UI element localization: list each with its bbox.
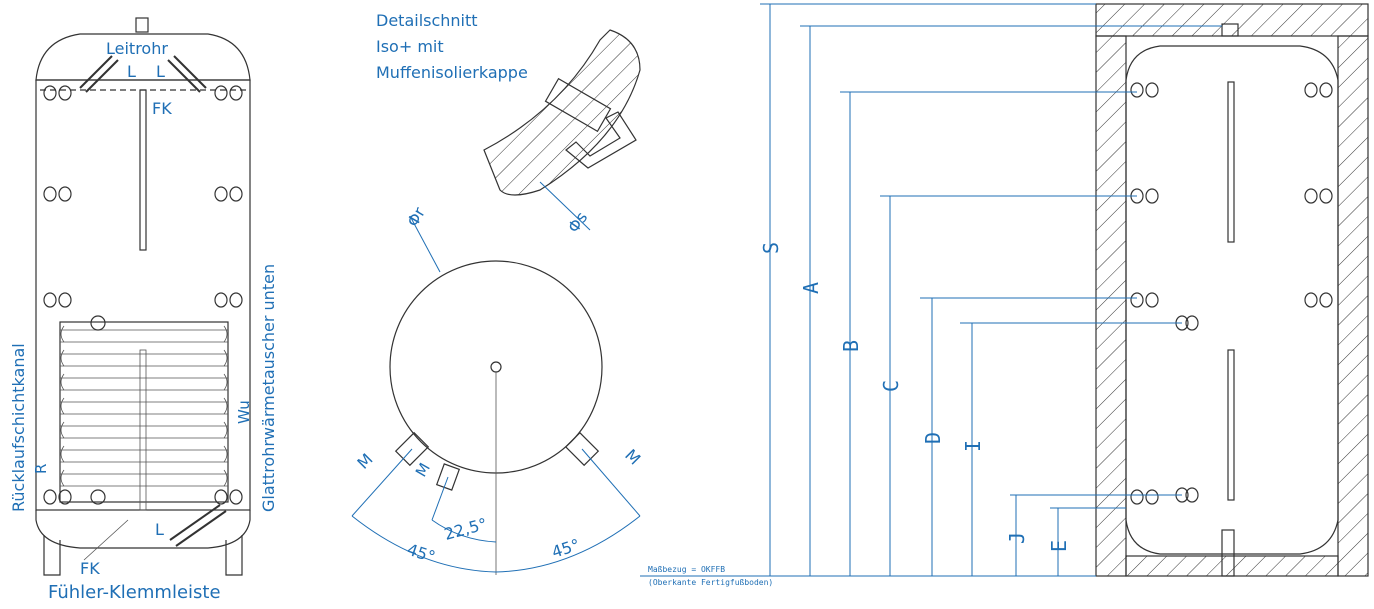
angle-45-right-label: 45° (549, 535, 582, 562)
detail-title-2: Iso+ mit (376, 37, 444, 56)
dim-a: A (799, 282, 823, 294)
angle-22-5-label: 22,5° (442, 514, 489, 544)
l-label-top-right: L (156, 62, 165, 81)
reference-line-1: Maßbezug = OKFFB (648, 565, 725, 574)
wu-label: Wu (235, 400, 253, 424)
dim-d: D (921, 432, 945, 444)
r-label: R (32, 464, 50, 474)
detail-title-3: Muffenisolierkappe (376, 63, 528, 82)
m-label-mid: M (412, 460, 434, 480)
m-label-right: M (621, 445, 644, 468)
coil-heat-exchanger (59, 321, 229, 503)
tank-section-view (1095, 3, 1369, 577)
fk-label-top: FK (152, 99, 172, 118)
detail-title-1: Detailschnitt (376, 11, 478, 30)
leitrohr-label: Leitrohr (106, 39, 168, 58)
dim-c: C (879, 380, 903, 392)
angle-45-left-label: 45° (405, 540, 438, 567)
phi-s-label: Φs (564, 208, 592, 236)
reference-line-2: (Oberkante Fertigfußboden) (648, 578, 773, 587)
glattrohr-label: Glattrohrwärmetauscher unten (259, 264, 278, 512)
dim-b: B (839, 340, 863, 352)
dim-i: I (961, 440, 985, 452)
m-label-left: M (353, 450, 376, 473)
dim-j: J (1005, 532, 1029, 544)
l-label-top-left: L (127, 62, 136, 81)
detail-section (483, 29, 641, 231)
l-label-bottom: L (155, 520, 164, 539)
tank-front-view (35, 17, 251, 576)
phi-r-label: Φr (403, 204, 429, 230)
dim-e: E (1047, 540, 1071, 552)
dim-s: S (759, 242, 783, 254)
dimension-lines (640, 3, 1222, 577)
fuehler-label: Fühler-Klemmleiste (48, 582, 221, 603)
tank-top-view (351, 215, 641, 575)
ruecklauf-label: Rücklaufschichtkanal (9, 343, 28, 512)
fk-label-bottom: FK (80, 559, 100, 578)
